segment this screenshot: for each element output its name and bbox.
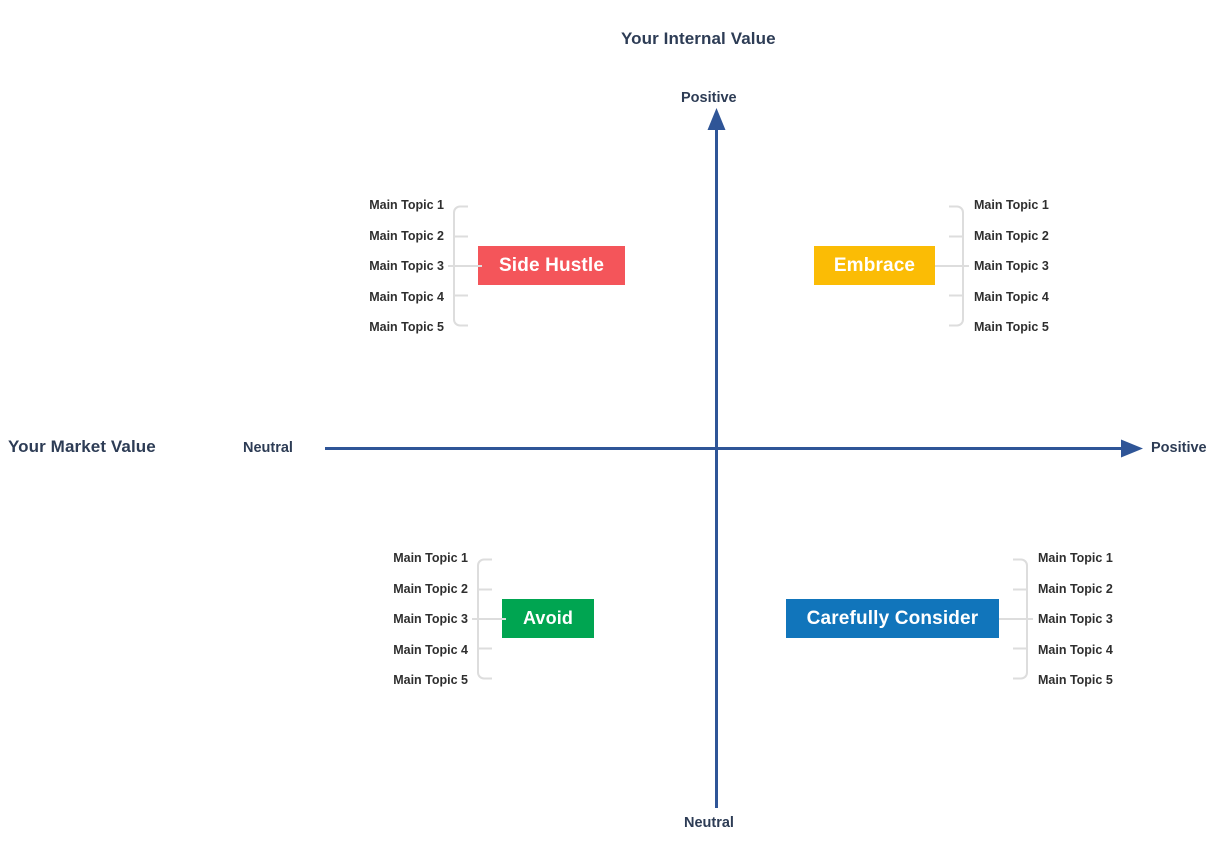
horizontal-axis-right-label: Positive — [1151, 440, 1207, 456]
topic-label: Main Topic 3 — [369, 259, 444, 273]
horizontal-axis-left-label: Neutral — [243, 440, 293, 456]
topic-label: Main Topic 1 — [1038, 551, 1113, 565]
topic-label: Main Topic 4 — [369, 290, 444, 304]
topic-label: Main Topic 5 — [369, 320, 444, 334]
topic-label: Main Topic 2 — [393, 582, 468, 596]
topic-label: Main Topic 4 — [974, 290, 1049, 304]
quadrant-node-embrace[interactable]: Embrace — [814, 246, 935, 285]
quadrant-node-avoid[interactable]: Avoid — [502, 599, 594, 638]
vertical-axis-bottom-label: Neutral — [684, 815, 734, 831]
topic-label: Main Topic 5 — [974, 320, 1049, 334]
connector-bracket-avoid — [472, 558, 506, 680]
horizontal-axis-title: Your Market Value — [8, 437, 156, 456]
topic-label: Main Topic 1 — [369, 198, 444, 212]
vertical-axis-top-label: Positive — [681, 90, 737, 106]
topic-label: Main Topic 4 — [393, 643, 468, 657]
topic-label: Main Topic 1 — [974, 198, 1049, 212]
topic-label: Main Topic 5 — [393, 673, 468, 687]
connector-bracket-side-hustle — [448, 205, 482, 327]
topic-label: Main Topic 3 — [1038, 612, 1113, 626]
topic-label: Main Topic 1 — [393, 551, 468, 565]
topic-label: Main Topic 3 — [974, 259, 1049, 273]
vertical-axis-arrowhead — [707, 108, 726, 130]
topic-label: Main Topic 3 — [393, 612, 468, 626]
topic-label: Main Topic 4 — [1038, 643, 1113, 657]
connector-bracket-embrace — [935, 205, 969, 327]
topic-label: Main Topic 2 — [1038, 582, 1113, 596]
chart-title: Your Internal Value — [621, 29, 776, 48]
quadrant-node-carefully-consider[interactable]: Carefully Consider — [786, 599, 999, 638]
connector-bracket-carefully-consider — [999, 558, 1033, 680]
topic-label: Main Topic 2 — [974, 229, 1049, 243]
topic-label: Main Topic 2 — [369, 229, 444, 243]
topic-label: Main Topic 5 — [1038, 673, 1113, 687]
horizontal-axis-arrowhead — [1121, 439, 1143, 458]
quadrant-node-side-hustle[interactable]: Side Hustle — [478, 246, 625, 285]
